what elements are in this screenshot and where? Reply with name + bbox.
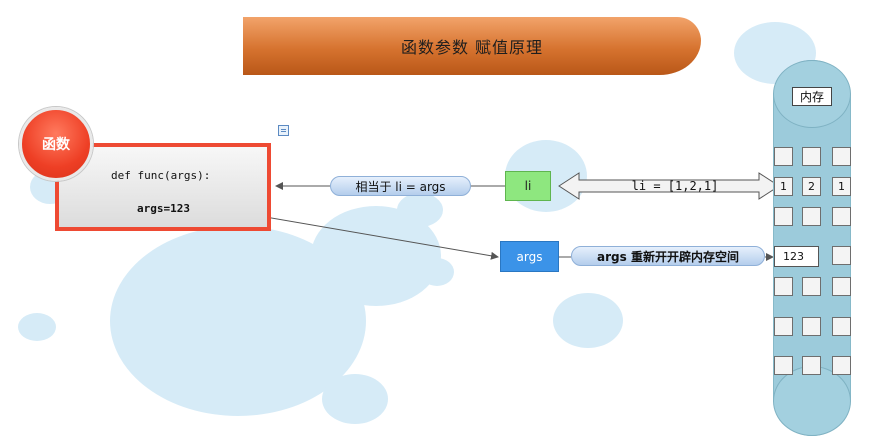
memory-cell xyxy=(802,277,821,296)
function-badge: 函数 xyxy=(19,107,93,181)
memory-cell xyxy=(802,356,821,375)
memory-cell xyxy=(802,317,821,336)
memory-cell-value: 2 xyxy=(802,177,821,196)
code-assign-line: args=123 xyxy=(137,202,190,215)
reallocate-pill: args 重新开开辟内存空间 xyxy=(571,246,765,266)
memory-cell xyxy=(774,147,793,166)
memory-cell xyxy=(832,147,851,166)
memory-cell-value: 1 xyxy=(774,177,793,196)
memory-cell xyxy=(832,246,851,265)
equivalent-pill: 相当于 li = args xyxy=(330,176,471,196)
memory-cell xyxy=(802,207,821,226)
memory-cell xyxy=(832,317,851,336)
li-variable-box: li xyxy=(505,171,551,201)
memory-cell xyxy=(774,277,793,296)
memory-cell xyxy=(832,277,851,296)
memory-cell xyxy=(774,356,793,375)
function-box: def func(args): args=123 xyxy=(55,143,271,231)
memory-column-bottom-cap xyxy=(773,366,851,436)
background-bubble xyxy=(18,313,56,341)
code-def-line: def func(args): xyxy=(111,169,211,182)
memory-cell xyxy=(832,207,851,226)
background-bubble xyxy=(553,293,623,348)
background-bubble xyxy=(420,258,454,286)
memory-cell-new-value: 123 xyxy=(774,246,819,267)
memory-label: 内存 xyxy=(792,87,832,106)
double-arrow-label: li = [1,2,1] xyxy=(631,179,719,193)
memory-cell xyxy=(802,147,821,166)
background-bubble xyxy=(322,374,388,424)
memory-cell xyxy=(832,356,851,375)
title-text: 函数参数 赋值原理 xyxy=(400,38,544,57)
note-icon[interactable] xyxy=(278,125,289,136)
background-bubble xyxy=(397,193,443,227)
memory-cell-value: 1 xyxy=(832,177,851,196)
memory-cell xyxy=(774,207,793,226)
memory-cell xyxy=(774,317,793,336)
title-banner: 函数参数 赋值原理 xyxy=(243,17,701,75)
function-badge-label: 函数 xyxy=(42,137,70,153)
args-variable-box: args xyxy=(500,241,559,272)
